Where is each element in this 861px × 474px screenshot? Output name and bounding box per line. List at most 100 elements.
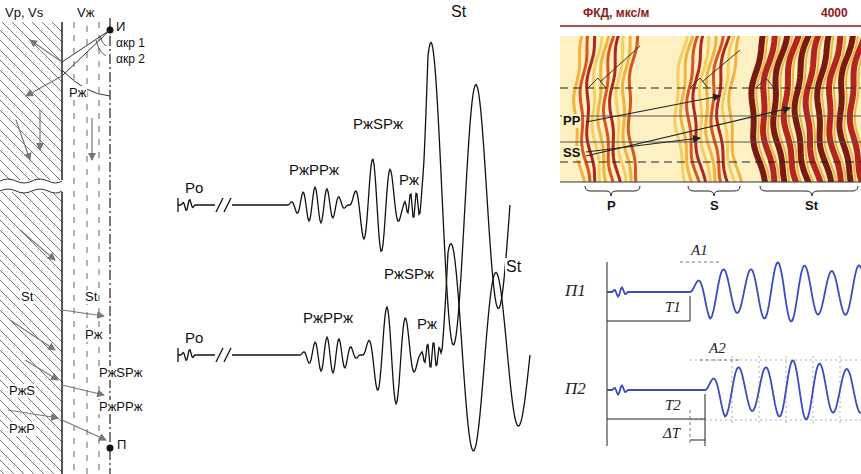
fkd-stripes (574, 36, 861, 182)
slope-line (600, 46, 640, 82)
bracket (760, 186, 858, 196)
wave-label: П (116, 438, 127, 452)
borehole-scheme (0, 18, 114, 474)
wave-label: П1 (564, 282, 587, 301)
waveform (181, 200, 215, 211)
wave-label: PP (562, 114, 581, 128)
wave-label: Pж (84, 328, 103, 342)
rock-ray (25, 360, 58, 380)
wave-label: Vж (76, 6, 95, 20)
break-mark (216, 198, 231, 212)
pointer-arrow (586, 138, 700, 152)
rock-ray (16, 120, 30, 160)
trace-start (178, 198, 181, 212)
fkd-stripe (693, 36, 706, 182)
angle-arc (100, 36, 106, 46)
wave-label: Pж (416, 316, 438, 333)
wave-label: Pж (398, 172, 420, 189)
receiver-traces (607, 262, 861, 446)
wave-label: И (115, 20, 126, 34)
wave-label: PжSPж (98, 366, 143, 380)
time-line (607, 321, 690, 322)
fkd-stripe (700, 36, 711, 182)
slope-line (702, 50, 740, 82)
grid (690, 356, 861, 424)
break-mark (216, 348, 231, 362)
waveform (232, 43, 510, 345)
wave-label: ΔT (662, 425, 681, 442)
wave-trains (178, 43, 530, 451)
depth-line (560, 142, 861, 143)
borehole-wall (61, 192, 63, 474)
wave-label: St (804, 199, 819, 213)
wave-label: αкр 2 (115, 53, 146, 66)
rock-ray (39, 110, 40, 150)
break-line (0, 179, 62, 183)
rock-ray (10, 320, 55, 350)
delta-mark (690, 410, 691, 446)
angle-mark (756, 78, 774, 88)
wave-label: St (505, 258, 522, 276)
pointer-arrow (586, 96, 720, 122)
rock-ray (30, 40, 62, 62)
wave-label: Pж (68, 86, 87, 100)
wave-label: Pо (184, 180, 204, 197)
receiver-dot (107, 445, 114, 452)
waveform (607, 262, 861, 321)
time-tick (690, 296, 691, 321)
borehole-wall (61, 22, 63, 180)
break-gap (0, 180, 110, 192)
fkd-stripe (855, 36, 861, 182)
scale-line (560, 25, 861, 27)
wave-label: SS (562, 146, 581, 160)
bracket (585, 186, 640, 196)
rock-ray (8, 410, 58, 418)
wave-label: St (20, 290, 34, 304)
drawing-part (690, 360, 861, 361)
wave-label: PжPPж (288, 162, 340, 179)
amplitude-mark (680, 262, 722, 263)
rock-ray (20, 230, 55, 260)
fkd-panel (560, 26, 861, 196)
wave-label: αкр 1 (115, 37, 146, 50)
rock-hatch (0, 22, 62, 474)
bracket (688, 186, 740, 196)
depth-line (560, 116, 861, 117)
wave-label: PжPPж (302, 310, 354, 327)
amplitude-mark (700, 360, 740, 361)
wave-label: T2 (664, 397, 682, 414)
wave-label: П2 (564, 380, 587, 399)
wave-label: PжP (8, 422, 36, 436)
wave-label: PжS (8, 384, 36, 398)
wave-label: PжPPж (98, 400, 143, 414)
fluid-ray (62, 420, 106, 440)
wave-label: A2 (708, 340, 727, 357)
fluid-ray (91, 118, 92, 160)
drawing-part (690, 420, 861, 421)
fluid-ray (62, 310, 104, 316)
wave-label: St (450, 3, 467, 21)
trace-start (178, 348, 181, 362)
waveform (181, 350, 215, 361)
wave-label: ФКД, мкс/м (582, 7, 650, 20)
wave-label: T1 (664, 299, 682, 316)
wave-label: A1 (690, 242, 709, 259)
ray (62, 30, 110, 76)
break-line (0, 189, 62, 193)
wave-label: St (84, 290, 98, 304)
time-tick (705, 394, 706, 446)
wave-label: 4000 (820, 7, 849, 20)
wave-label: P (606, 199, 617, 213)
wave-label: PжSPж (383, 266, 435, 283)
panel-border (560, 182, 861, 183)
wave-label: Vp, Vs (4, 6, 44, 20)
rock-ray (26, 76, 62, 96)
waveform (232, 244, 530, 451)
wave-label: PжSPж (352, 116, 404, 133)
angle-arc (96, 40, 106, 56)
wave-label: S (709, 199, 720, 213)
waveform (607, 360, 861, 419)
wave-label: Pо (184, 330, 204, 347)
